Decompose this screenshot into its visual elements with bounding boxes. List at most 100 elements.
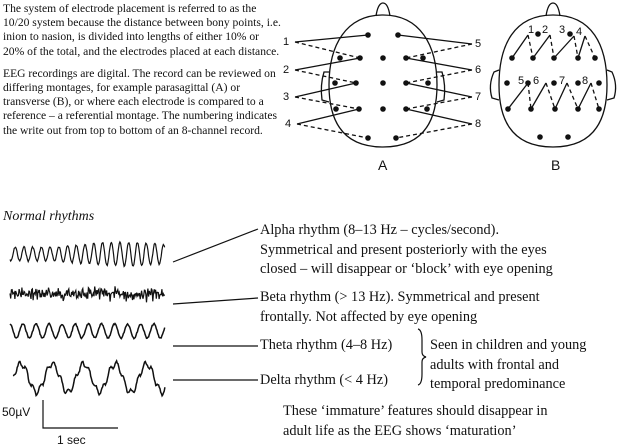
electrode-dot <box>575 55 581 61</box>
solid-connection <box>507 82 529 110</box>
electrode-dot <box>393 135 399 141</box>
solid-connection <box>294 82 357 98</box>
alpha-description: Alpha rhythm (8–13 Hz – cycles/second). … <box>260 221 553 280</box>
electrode-dot <box>403 80 409 86</box>
electrode-dot <box>425 80 431 86</box>
channel-number-a: 3 <box>283 91 290 103</box>
solid-connection <box>511 34 529 59</box>
maturation-line: These ‘immature’ features should disappe… <box>283 403 548 419</box>
maturation-note: These ‘immature’ features should disappe… <box>283 402 548 441</box>
electrode-dot <box>567 31 573 37</box>
solid-connection <box>294 34 369 43</box>
dashed-connection <box>395 123 473 139</box>
dashed-connection <box>545 82 556 110</box>
head-a-diagram <box>294 2 473 148</box>
electrode-dot <box>537 134 543 140</box>
dashed-connection <box>590 82 600 110</box>
beta-description: Beta rhythm (> 13 Hz). Symmetrical and p… <box>260 288 540 327</box>
electrode-dot <box>575 80 581 86</box>
solid-connection <box>405 82 473 98</box>
electrode-dot <box>552 106 558 112</box>
beta-wave <box>9 286 166 303</box>
channel-number-a: 2 <box>283 64 290 76</box>
channel-number-b: 7 <box>559 75 566 87</box>
head-a-outline <box>328 14 438 148</box>
channel-number-a: 1 <box>283 36 290 48</box>
head-b-diagram <box>489 2 617 148</box>
channel-number-b: 3 <box>559 24 566 36</box>
solid-connection <box>554 82 568 110</box>
channel-number-b: 6 <box>533 75 540 87</box>
electrode-dot <box>592 55 598 61</box>
alpha-line: closed – will disappear or ‘block’ with … <box>260 261 553 278</box>
dashed-connection <box>549 34 555 59</box>
alpha-pointer <box>172 228 259 263</box>
channel-number-a: 5 <box>475 38 482 50</box>
beta-line: Beta rhythm (> 13 Hz). Symmetrical and p… <box>260 289 540 305</box>
delta-wave <box>12 359 166 398</box>
eeg-traces <box>9 228 427 429</box>
channel-number-b: 1 <box>528 24 535 36</box>
bracket-note-line: temporal predominance <box>430 376 566 393</box>
channel-number-b: 4 <box>576 26 583 38</box>
electrode-dot <box>525 80 531 86</box>
label-b: B <box>551 157 561 173</box>
scale-amplitude-label: 50µV <box>2 405 31 419</box>
solid-connection <box>296 108 360 125</box>
beta-pointer <box>172 297 259 305</box>
electrode-dot <box>365 32 371 38</box>
alpha-wave <box>9 240 166 268</box>
electrode-dot <box>333 106 339 112</box>
ear-a-right <box>436 71 446 103</box>
intro-paragraph-2: EEG recordings are digital. The record c… <box>3 66 278 137</box>
nose-b <box>545 2 561 17</box>
electrode-dot <box>332 80 338 86</box>
solid-connection <box>577 35 586 59</box>
electrode-dot <box>357 55 363 61</box>
electrode-dot <box>551 80 557 86</box>
solid-connection <box>530 82 547 110</box>
channel-number-a: 8 <box>475 118 482 130</box>
dashed-connection <box>405 43 473 59</box>
solid-connection <box>405 108 473 125</box>
solid-connection <box>405 57 473 71</box>
dashed-connection <box>405 96 473 110</box>
solid-connection <box>553 35 575 59</box>
beta-line: frontally. Not affected by eye opening <box>260 308 478 325</box>
channel-number-b: 2 <box>542 24 549 36</box>
electrode-dot <box>596 80 602 86</box>
scale-bar <box>42 400 118 429</box>
intro-text: The system of electrode placement is ref… <box>3 2 283 146</box>
maturation-line: adult life as the EEG shows ‘maturation’ <box>283 422 517 439</box>
normal-rhythms-heading: Normal rhythms <box>3 209 95 224</box>
dashed-connection <box>566 82 579 110</box>
dashed-connection <box>294 69 357 84</box>
dashed-connection <box>584 35 596 59</box>
dashed-connection <box>527 82 532 110</box>
alpha-line: Alpha rhythm (8–13 Hz – cycles/second). <box>260 222 500 238</box>
label-a: A <box>378 157 388 173</box>
channel-number-b: 8 <box>582 75 589 87</box>
channel-number-a: 4 <box>285 118 292 130</box>
electrode-dot <box>535 31 541 37</box>
electrode-dot <box>356 106 362 112</box>
electrode-dot <box>380 106 386 112</box>
dashed-connection <box>527 34 534 59</box>
head-b-outline <box>498 14 608 148</box>
dashed-connection <box>405 69 473 84</box>
dashed-connection <box>573 35 579 59</box>
electrode-dot <box>365 135 371 141</box>
ear-a-left <box>320 71 330 103</box>
bracket-note-line: adults with frontal and <box>430 356 560 373</box>
electrode-dot <box>530 55 536 61</box>
electrode-dot <box>575 106 581 112</box>
electrode-dot <box>505 106 511 112</box>
solid-connection <box>577 82 592 110</box>
nose-a <box>375 2 391 17</box>
alpha-line: Symmetrical and present posteriorly with… <box>260 241 547 258</box>
dashed-connection <box>296 123 369 139</box>
theta-wave <box>9 322 166 340</box>
electrode-dot <box>337 55 343 61</box>
